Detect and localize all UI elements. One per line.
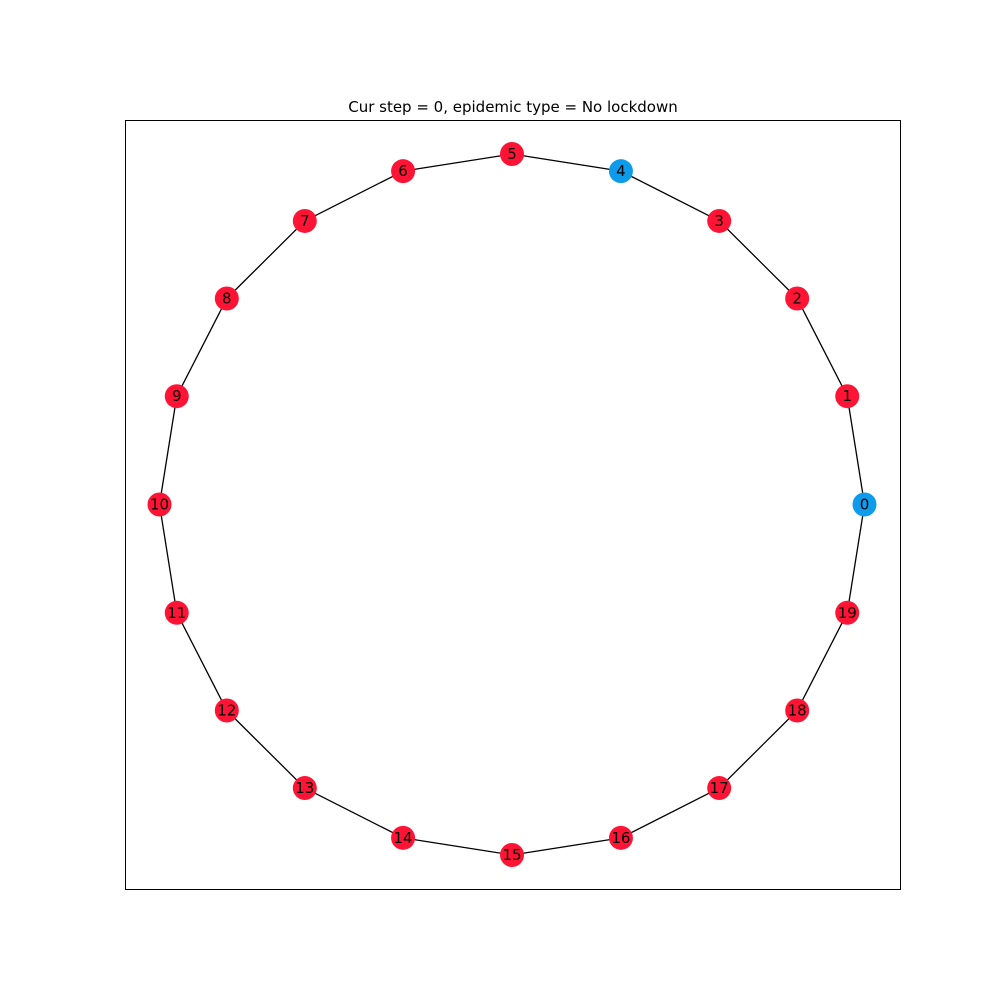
node-label: 15 xyxy=(502,846,521,864)
node-circle xyxy=(785,698,810,723)
node-label: 3 xyxy=(714,212,724,230)
axes-frame xyxy=(125,120,901,890)
edge-5-6 xyxy=(402,153,513,172)
node-label: 13 xyxy=(295,779,314,797)
node-label: 2 xyxy=(792,289,802,307)
edge-6-7 xyxy=(304,170,404,222)
node-circle xyxy=(852,492,877,517)
node-17: 17 xyxy=(707,776,732,801)
node-label: 12 xyxy=(217,702,236,720)
node-circle xyxy=(707,208,732,233)
node-circle xyxy=(835,600,860,625)
node-label: 18 xyxy=(788,702,807,720)
node-19: 19 xyxy=(835,600,860,625)
node-label: 8 xyxy=(222,289,232,307)
node-circle xyxy=(214,698,239,723)
node-label: 4 xyxy=(616,162,626,180)
edge-2-3 xyxy=(718,220,798,299)
node-6: 6 xyxy=(391,159,416,184)
node-circle xyxy=(391,825,416,850)
node-label: 14 xyxy=(394,829,413,847)
edge-15-16 xyxy=(511,837,622,856)
node-label: 19 xyxy=(838,604,857,622)
node-circle xyxy=(292,776,317,801)
edge-14-15 xyxy=(402,837,513,856)
node-3: 3 xyxy=(707,208,732,233)
node-circle xyxy=(500,142,524,166)
node-8: 8 xyxy=(214,286,239,311)
figure-title: Cur step = 0, epidemic type = No lockdow… xyxy=(348,98,678,116)
node-9: 9 xyxy=(164,384,189,409)
node-label: 16 xyxy=(611,829,630,847)
node-circle xyxy=(608,159,633,184)
edge-11-12 xyxy=(176,612,228,711)
node-5: 5 xyxy=(500,142,524,166)
node-circle xyxy=(147,492,172,517)
edge-16-17 xyxy=(620,787,720,839)
node-11: 11 xyxy=(164,600,189,625)
node-4: 4 xyxy=(608,159,633,184)
node-13: 13 xyxy=(292,776,317,801)
node-label: 11 xyxy=(167,604,186,622)
node-label: 7 xyxy=(300,212,310,230)
node-label: 0 xyxy=(860,496,870,514)
node-circle xyxy=(164,600,189,625)
edge-1-2 xyxy=(796,298,848,397)
edge-18-19 xyxy=(796,612,848,711)
node-1: 1 xyxy=(835,384,860,409)
node-label: 5 xyxy=(507,145,517,163)
node-circle xyxy=(164,384,189,409)
node-0: 0 xyxy=(852,492,877,517)
node-label: 10 xyxy=(150,496,169,514)
edges-layer xyxy=(158,153,866,856)
node-circle xyxy=(500,843,524,867)
node-circle xyxy=(391,159,416,184)
edge-19-0 xyxy=(846,504,866,613)
edge-7-8 xyxy=(226,220,306,299)
edge-13-14 xyxy=(304,787,404,839)
node-14: 14 xyxy=(391,825,416,850)
node-12: 12 xyxy=(214,698,239,723)
node-label: 6 xyxy=(398,162,408,180)
edge-4-5 xyxy=(511,153,622,172)
node-16: 16 xyxy=(608,825,633,850)
node-15: 15 xyxy=(500,843,524,867)
edge-12-13 xyxy=(226,710,306,789)
node-2: 2 xyxy=(785,286,810,311)
node-label: 17 xyxy=(710,779,729,797)
node-circle xyxy=(835,384,860,409)
edge-3-4 xyxy=(620,170,720,222)
edge-17-18 xyxy=(718,710,798,789)
node-circle xyxy=(608,825,633,850)
node-circle xyxy=(214,286,239,311)
node-18: 18 xyxy=(785,698,810,723)
edge-10-11 xyxy=(158,504,178,613)
node-10: 10 xyxy=(147,492,172,517)
edge-0-1 xyxy=(846,396,866,505)
edge-8-9 xyxy=(176,298,228,397)
node-label: 1 xyxy=(842,387,852,405)
node-circle xyxy=(707,776,732,801)
edge-9-10 xyxy=(158,396,178,505)
node-circle xyxy=(292,208,317,233)
node-circle xyxy=(785,286,810,311)
node-7: 7 xyxy=(292,208,317,233)
node-label: 9 xyxy=(172,387,182,405)
